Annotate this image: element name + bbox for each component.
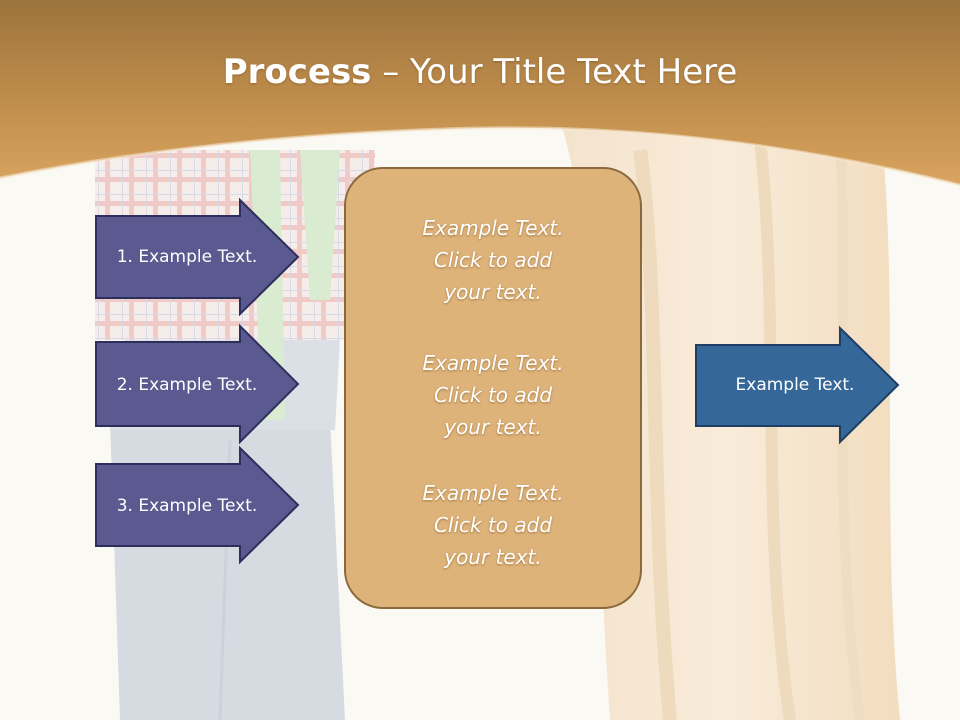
center-line: Example Text. <box>345 347 641 379</box>
right-arrow[interactable]: Example Text. <box>696 328 898 442</box>
left-arrow-3[interactable]: 3. Example Text. <box>96 448 298 562</box>
center-line: Example Text. <box>345 477 641 509</box>
center-line: your text. <box>345 541 641 573</box>
left-arrow-2[interactable]: 2. Example Text. <box>96 326 298 442</box>
right-arrow-label: Example Text. <box>736 375 855 395</box>
center-text-block-1[interactable]: Example Text. Click to add your text. <box>345 212 641 308</box>
left-arrow-3-label: 3. Example Text. <box>117 496 258 516</box>
center-line: your text. <box>345 276 641 308</box>
center-line: Click to add <box>345 244 641 276</box>
center-line: Click to add <box>345 509 641 541</box>
center-line: your text. <box>345 411 641 443</box>
center-text-block-2[interactable]: Example Text. Click to add your text. <box>345 347 641 443</box>
center-text-block-3[interactable]: Example Text. Click to add your text. <box>345 477 641 573</box>
center-line: Click to add <box>345 379 641 411</box>
left-arrow-1[interactable]: 1. Example Text. <box>96 200 298 314</box>
center-line: Example Text. <box>345 212 641 244</box>
left-arrow-1-label: 1. Example Text. <box>117 247 258 267</box>
left-arrow-2-label: 2. Example Text. <box>117 375 258 395</box>
